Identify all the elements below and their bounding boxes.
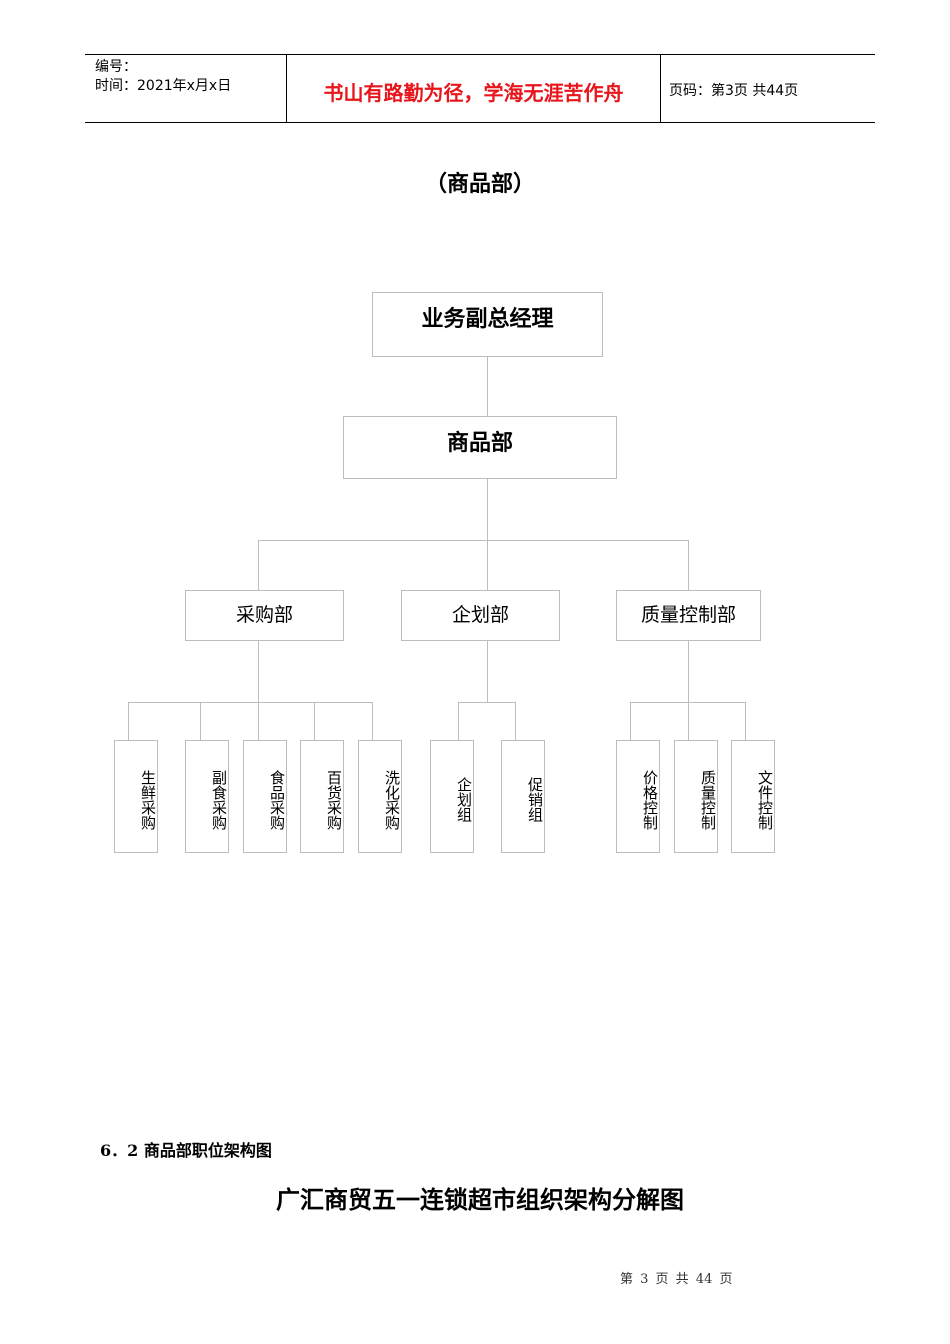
connector: [688, 540, 689, 590]
org-leaf-nonstaple-purchasing: 副食采购: [185, 740, 229, 853]
header-motto: 书山有路勤为径，学海无涯苦作舟: [323, 81, 624, 105]
connector: [258, 540, 259, 590]
org-leaf-quality-control: 质量控制: [674, 740, 718, 853]
org-leaf-fresh-purchasing: 生鲜采购: [114, 740, 158, 853]
connector: [258, 702, 259, 740]
connector: [314, 702, 315, 740]
connector: [128, 702, 373, 703]
connector: [372, 702, 373, 740]
section-heading: 6．2 商品部职位架构图: [100, 1141, 272, 1160]
connector: [258, 540, 689, 541]
org-node-vp: 业务副总经理: [372, 292, 603, 357]
header-page-info: 页码：第3页 共44页: [669, 83, 799, 99]
org-node-quality-control: 质量控制部: [616, 590, 761, 641]
connector: [487, 640, 488, 702]
connector: [487, 540, 488, 590]
connector: [128, 702, 129, 740]
org-node-purchasing: 采购部: [185, 590, 344, 641]
connector: [458, 702, 459, 740]
connector: [630, 702, 631, 740]
org-node-merchandise: 商品部: [343, 416, 617, 479]
connector: [258, 640, 259, 702]
org-node-planning: 企划部: [401, 590, 560, 641]
connector: [745, 702, 746, 740]
connector: [458, 702, 516, 703]
org-leaf-document-control: 文件控制: [731, 740, 775, 853]
connector: [688, 640, 689, 702]
connector: [200, 702, 201, 740]
org-leaf-planning-group: 企划组: [430, 740, 474, 853]
connector: [487, 356, 488, 416]
serial-number-label: 编号：: [95, 59, 137, 75]
header-bottom-rule: [85, 122, 875, 123]
header-top-rule: [85, 54, 875, 55]
org-leaf-general-goods-purchasing: 百货采购: [300, 740, 344, 853]
chart-subtitle: （商品部）: [424, 171, 535, 197]
header-meta: 编号： 时间：2021年x月x日: [95, 58, 231, 96]
org-leaf-food-purchasing: 食品采购: [243, 740, 287, 853]
time-label: 时间：2021年x月x日: [95, 78, 232, 94]
connector: [688, 702, 689, 740]
connector: [487, 478, 488, 540]
org-leaf-toiletries-purchasing: 洗化采购: [358, 740, 402, 853]
connector: [515, 702, 516, 740]
document-title: 广汇商贸五一连锁超市组织架构分解图: [276, 1185, 684, 1214]
header-divider-right: [660, 54, 661, 123]
org-leaf-price-control: 价格控制: [616, 740, 660, 853]
page-footer: 第 3 页 共 44 页: [620, 1272, 733, 1287]
org-leaf-promotion-group: 促销组: [501, 740, 545, 853]
header-divider-left: [286, 54, 287, 123]
